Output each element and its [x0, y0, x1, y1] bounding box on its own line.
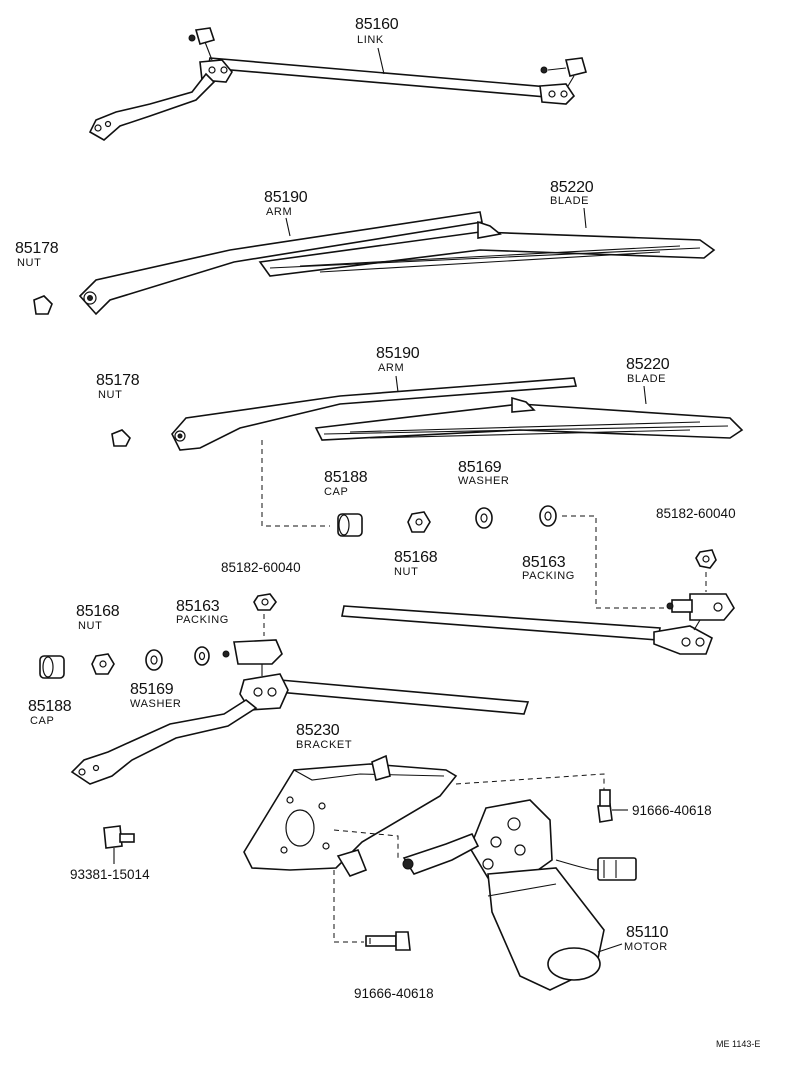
- leader-motor-bolt: [455, 773, 605, 800]
- pivot-nut-right-part: [695, 549, 717, 569]
- nut-left-part: [91, 653, 115, 675]
- packing-left-part: [194, 646, 210, 666]
- nut-mid-name: NUT: [98, 389, 123, 401]
- cap-right-name: CAP: [324, 486, 349, 498]
- washer-right-name: WASHER: [458, 475, 510, 487]
- bolt-right-number: 91666-40618: [632, 803, 712, 818]
- nut-left-name: NUT: [78, 620, 103, 632]
- link-number: 85160: [355, 16, 399, 33]
- nut-right-name: NUT: [394, 566, 419, 578]
- leader-arm-cap: [261, 440, 330, 527]
- arm-blade-top: [78, 211, 716, 316]
- arm-mid-number: 85190: [376, 345, 420, 362]
- washer-right-number: 85169: [458, 459, 502, 476]
- packing-left-name: PACKING: [176, 614, 229, 626]
- blade-top-name: BLADE: [550, 195, 590, 207]
- bolt-bottom-part: [365, 931, 411, 951]
- blade-top-number: 85220: [550, 179, 594, 196]
- screw-left-part: [103, 825, 135, 864]
- leader-blade-top: [583, 207, 587, 229]
- washer-left-number: 85169: [130, 681, 174, 698]
- screw-left-number: 93381-15014: [70, 867, 150, 882]
- leader-arm-mid: [395, 375, 399, 393]
- bracket-number: 85230: [296, 722, 340, 739]
- pivot-nut-left-number: 85182-60040: [221, 560, 301, 575]
- leader-motor: [597, 943, 623, 953]
- bracket-name: BRACKET: [296, 739, 353, 751]
- nut-top-name: NUT: [17, 257, 42, 269]
- packing-left-number: 85163: [176, 598, 220, 615]
- washer-right-part: [475, 507, 493, 529]
- bolt-right-part: [597, 789, 628, 823]
- link-left: [70, 639, 530, 785]
- cap-left-name: CAP: [30, 715, 55, 727]
- bracket-part: [243, 754, 458, 877]
- blade-mid-name: BLADE: [627, 373, 667, 385]
- washer-left-name: WASHER: [130, 698, 182, 710]
- nut-right-number: 85168: [394, 549, 438, 566]
- nut-mid: [111, 429, 131, 447]
- leader-arm-top: [285, 217, 291, 237]
- leader-blade-mid: [643, 385, 647, 405]
- packing-right-part: [539, 505, 557, 527]
- leader-bracket-motor: [333, 829, 399, 860]
- nut-mid-number: 85178: [96, 372, 140, 389]
- cap-left-number: 85188: [28, 698, 72, 715]
- link-assembly-top: [88, 27, 587, 141]
- blade-mid-number: 85220: [626, 356, 670, 373]
- motor-part: [402, 799, 637, 991]
- packing-right-number: 85163: [522, 554, 566, 571]
- arm-top-name: ARM: [266, 206, 293, 218]
- diagram-reference: ME 1143-E: [716, 1039, 761, 1049]
- arm-blade-mid: [171, 377, 744, 451]
- bolt-bottom-number: 91666-40618: [354, 986, 434, 1001]
- leader-link: [377, 47, 385, 75]
- link-name: LINK: [357, 34, 384, 46]
- cap-left-part: [39, 655, 65, 679]
- leader-bracket-bolt: [333, 870, 364, 943]
- leader-packing-pivot: [562, 515, 668, 609]
- washer-left-part: [145, 649, 163, 671]
- nut-top-number: 85178: [15, 240, 59, 257]
- motor-number: 85110: [626, 924, 669, 941]
- pivot-nut-right-number: 85182-60040: [656, 506, 736, 521]
- cap-right-part: [337, 513, 363, 537]
- cap-right-number: 85188: [324, 469, 368, 486]
- motor-name: MOTOR: [624, 941, 668, 953]
- link-right: [341, 593, 735, 655]
- nut-top: [33, 295, 53, 315]
- nut-right-part: [407, 511, 431, 533]
- nut-left-number: 85168: [76, 603, 120, 620]
- packing-right-name: PACKING: [522, 570, 575, 582]
- arm-top-number: 85190: [264, 189, 308, 206]
- pivot-nut-left-part: [253, 593, 277, 611]
- arm-mid-name: ARM: [378, 362, 405, 374]
